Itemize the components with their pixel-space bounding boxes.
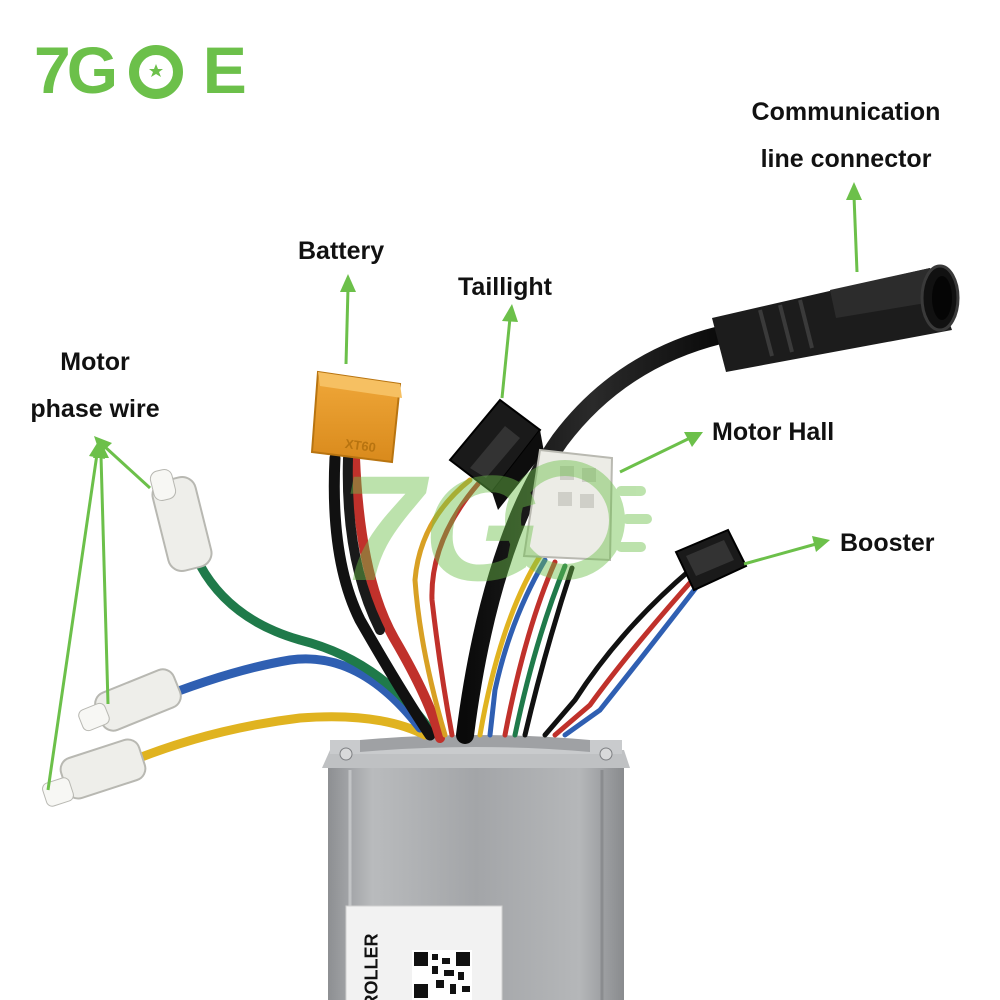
controller-sticker: [345, 905, 503, 1000]
communication-connector: [712, 264, 960, 372]
label-motor-phase-line2: phase wire: [30, 395, 160, 423]
logo-text-left: 7G: [34, 33, 118, 107]
brand-watermark: 7G: [340, 444, 652, 612]
arrow-taillight: [500, 304, 518, 399]
wheel-icon: [128, 34, 188, 106]
label-communication-line1: Communication: [751, 98, 941, 126]
controller-label-text: ROLLER: [361, 933, 382, 1000]
arrow-phase-2: [93, 440, 110, 705]
arrow-battery: [340, 274, 356, 365]
label-motor-hall: Motor Hall: [712, 418, 835, 446]
label-battery: Battery: [298, 237, 385, 265]
arrow-phase-3: [46, 440, 105, 791]
label-taillight: Taillight: [458, 273, 552, 301]
qr-code: [412, 950, 472, 1000]
arrow-booster: [743, 536, 830, 566]
label-communication: Communication line connector: [738, 100, 954, 172]
label-motor-phase: Motor phase wire: [20, 350, 170, 422]
arrow-motor-hall: [619, 432, 703, 474]
motor-hall-connector: [522, 448, 614, 562]
wires: [105, 326, 729, 775]
label-booster: Booster: [840, 529, 935, 557]
label-motor-phase-line1: Motor: [60, 348, 130, 376]
brand-logo: 7G E: [34, 33, 247, 107]
svg-text:7G: 7G: [340, 444, 540, 612]
battery-connector: XT60: [310, 370, 402, 464]
taillight-connector: [448, 398, 544, 510]
phase-connectors: [42, 468, 213, 807]
arrow-communication: [846, 182, 862, 273]
xt60-marking: XT60: [344, 436, 377, 455]
callout-arrows: [46, 182, 862, 791]
label-communication-line2: line connector: [760, 145, 932, 173]
logo-text-right: E: [202, 33, 247, 107]
booster-connector: [674, 528, 748, 592]
